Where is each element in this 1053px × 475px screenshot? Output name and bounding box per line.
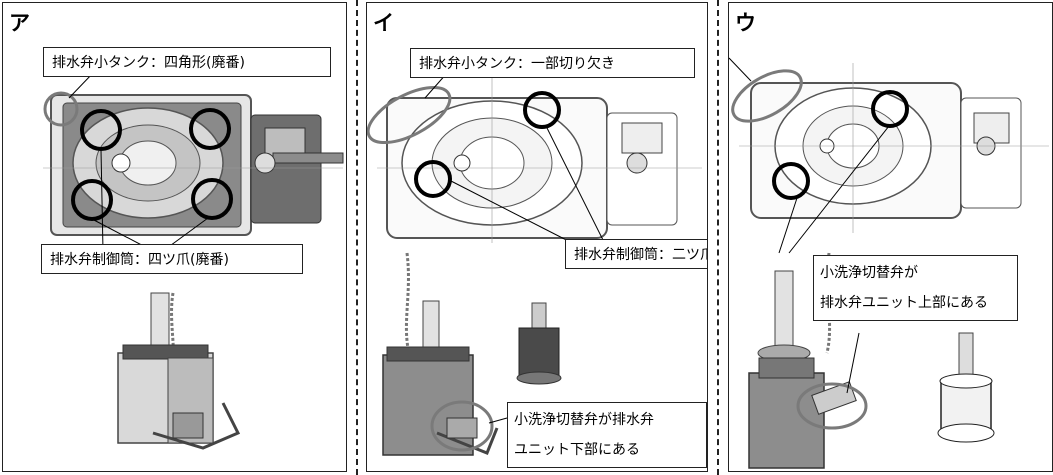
panel-i: イ <box>366 2 708 472</box>
separator-2 <box>717 0 719 475</box>
panel-u-switch-label-line1: 小洗浄切替弁が <box>820 265 918 281</box>
panel-u-tank-top-view <box>739 63 1049 233</box>
panel-a-tank-top-view <box>43 94 344 236</box>
panel-u-switch-marker <box>796 332 868 430</box>
panel-a-valve-unit <box>117 292 241 450</box>
panel-a-illustration <box>43 72 344 450</box>
panel-i-illustration <box>367 72 702 456</box>
panel-i-letter: イ <box>373 11 394 35</box>
panel-i-cylinder-label: 排水弁制御筒：二ツ爪 <box>565 239 707 269</box>
panel-i-switch-label: 小洗浄切替弁が排水弁 ユニット下部にある <box>507 402 707 468</box>
panel-a-leaders <box>68 72 209 252</box>
panel-i-switch-label-line2: ユニット下部にある <box>514 442 640 458</box>
separator-1 <box>356 0 358 475</box>
panel-a-cylinder-label: 排水弁制御筒：四ツ爪(廃番) <box>41 244 303 274</box>
panel-i-markers <box>367 85 561 198</box>
panel-u-leaders <box>729 57 890 254</box>
panel-u-switch-label: 小洗浄切替弁が 排水弁ユニット上部にある <box>813 255 1018 321</box>
panel-i-switch-marker <box>430 400 508 452</box>
panel-i-tank-label: 排水弁小タンク：一部切り欠き <box>410 48 695 78</box>
panel-i-tank-top-view <box>377 73 702 243</box>
panel-u: ウ <box>728 2 1053 472</box>
panel-a-letter: ア <box>9 11 30 35</box>
panel-u-markers <box>731 69 909 200</box>
panel-u-letter: ウ <box>735 11 756 35</box>
panel-i-valve-unit <box>382 252 562 456</box>
panel-a: ア <box>2 2 347 472</box>
panel-u-switch-label-line2: 排水弁ユニット上部にある <box>820 295 988 311</box>
panel-u-illustration <box>729 57 1049 469</box>
panel-a-tank-label: 排水弁小タンク：四角形(廃番) <box>43 47 331 77</box>
panel-u-valve-unit <box>748 252 995 469</box>
panel-i-switch-label-line1: 小洗浄切替弁が排水弁 <box>514 412 654 428</box>
